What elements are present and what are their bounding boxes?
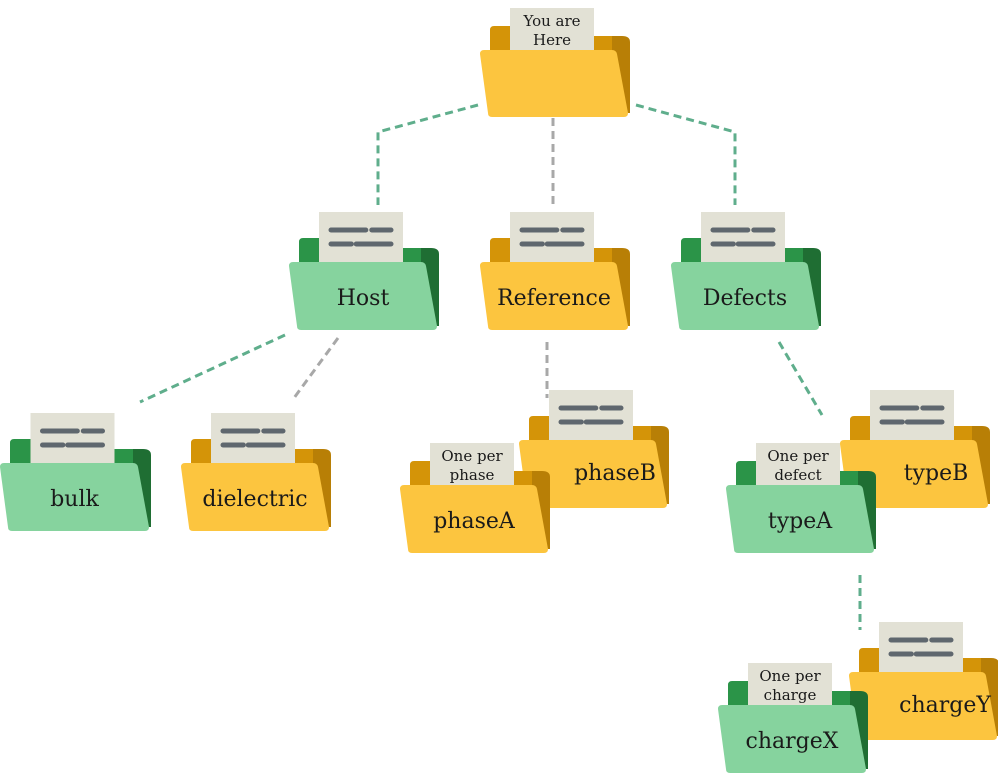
folder-chargeY[interactable]: chargeY	[849, 622, 998, 740]
folder-typeB[interactable]: typeB	[840, 390, 990, 508]
connector-root-to-defects	[635, 103, 737, 205]
folder-front-panel	[840, 440, 988, 508]
folder-front-panel	[480, 262, 628, 330]
connector-root-to-host	[376, 103, 479, 205]
folder-label-typeB: typeB	[904, 461, 969, 486]
folder-front-panel	[671, 262, 819, 330]
folder-front-panel	[519, 440, 667, 508]
folder-label-host: Host	[337, 286, 390, 311]
connector-host-to-dielectric	[292, 337, 340, 399]
folder-front-panel	[849, 672, 997, 740]
folder-front-panel	[289, 262, 437, 330]
folder-dielectric[interactable]: dielectric	[181, 413, 331, 531]
connectors-layer	[139, 103, 862, 630]
folder-label-typeA: typeA	[768, 509, 833, 534]
folder-label-chargeX: chargeX	[746, 729, 839, 754]
folder-front-panel	[0, 463, 149, 531]
folder-front-panel	[718, 705, 866, 773]
folder-label-phaseA: phaseA	[433, 509, 516, 534]
folder-label-chargeY: chargeY	[899, 693, 991, 718]
folder-front-panel	[181, 463, 329, 531]
folder-defects[interactable]: Defects	[671, 212, 821, 330]
folder-label-phaseB: phaseB	[574, 461, 656, 486]
folder-reference[interactable]: Reference	[480, 212, 630, 330]
folder-label-defects: Defects	[703, 286, 787, 311]
folder-label-dielectric: dielectric	[202, 487, 307, 512]
folder-front-panel	[400, 485, 548, 553]
folder-bulk[interactable]: bulk	[0, 413, 151, 531]
folder-host[interactable]: Host	[289, 212, 439, 330]
connector-defects-to-typeB	[777, 341, 824, 416]
folder-front-panel	[480, 50, 628, 117]
folder-phaseB[interactable]: phaseB	[519, 390, 669, 508]
folder-front-panel	[726, 485, 874, 553]
connector-host-to-bulk	[139, 333, 286, 404]
folder-label-reference: Reference	[497, 286, 611, 311]
folder-label-bulk: bulk	[50, 487, 99, 512]
